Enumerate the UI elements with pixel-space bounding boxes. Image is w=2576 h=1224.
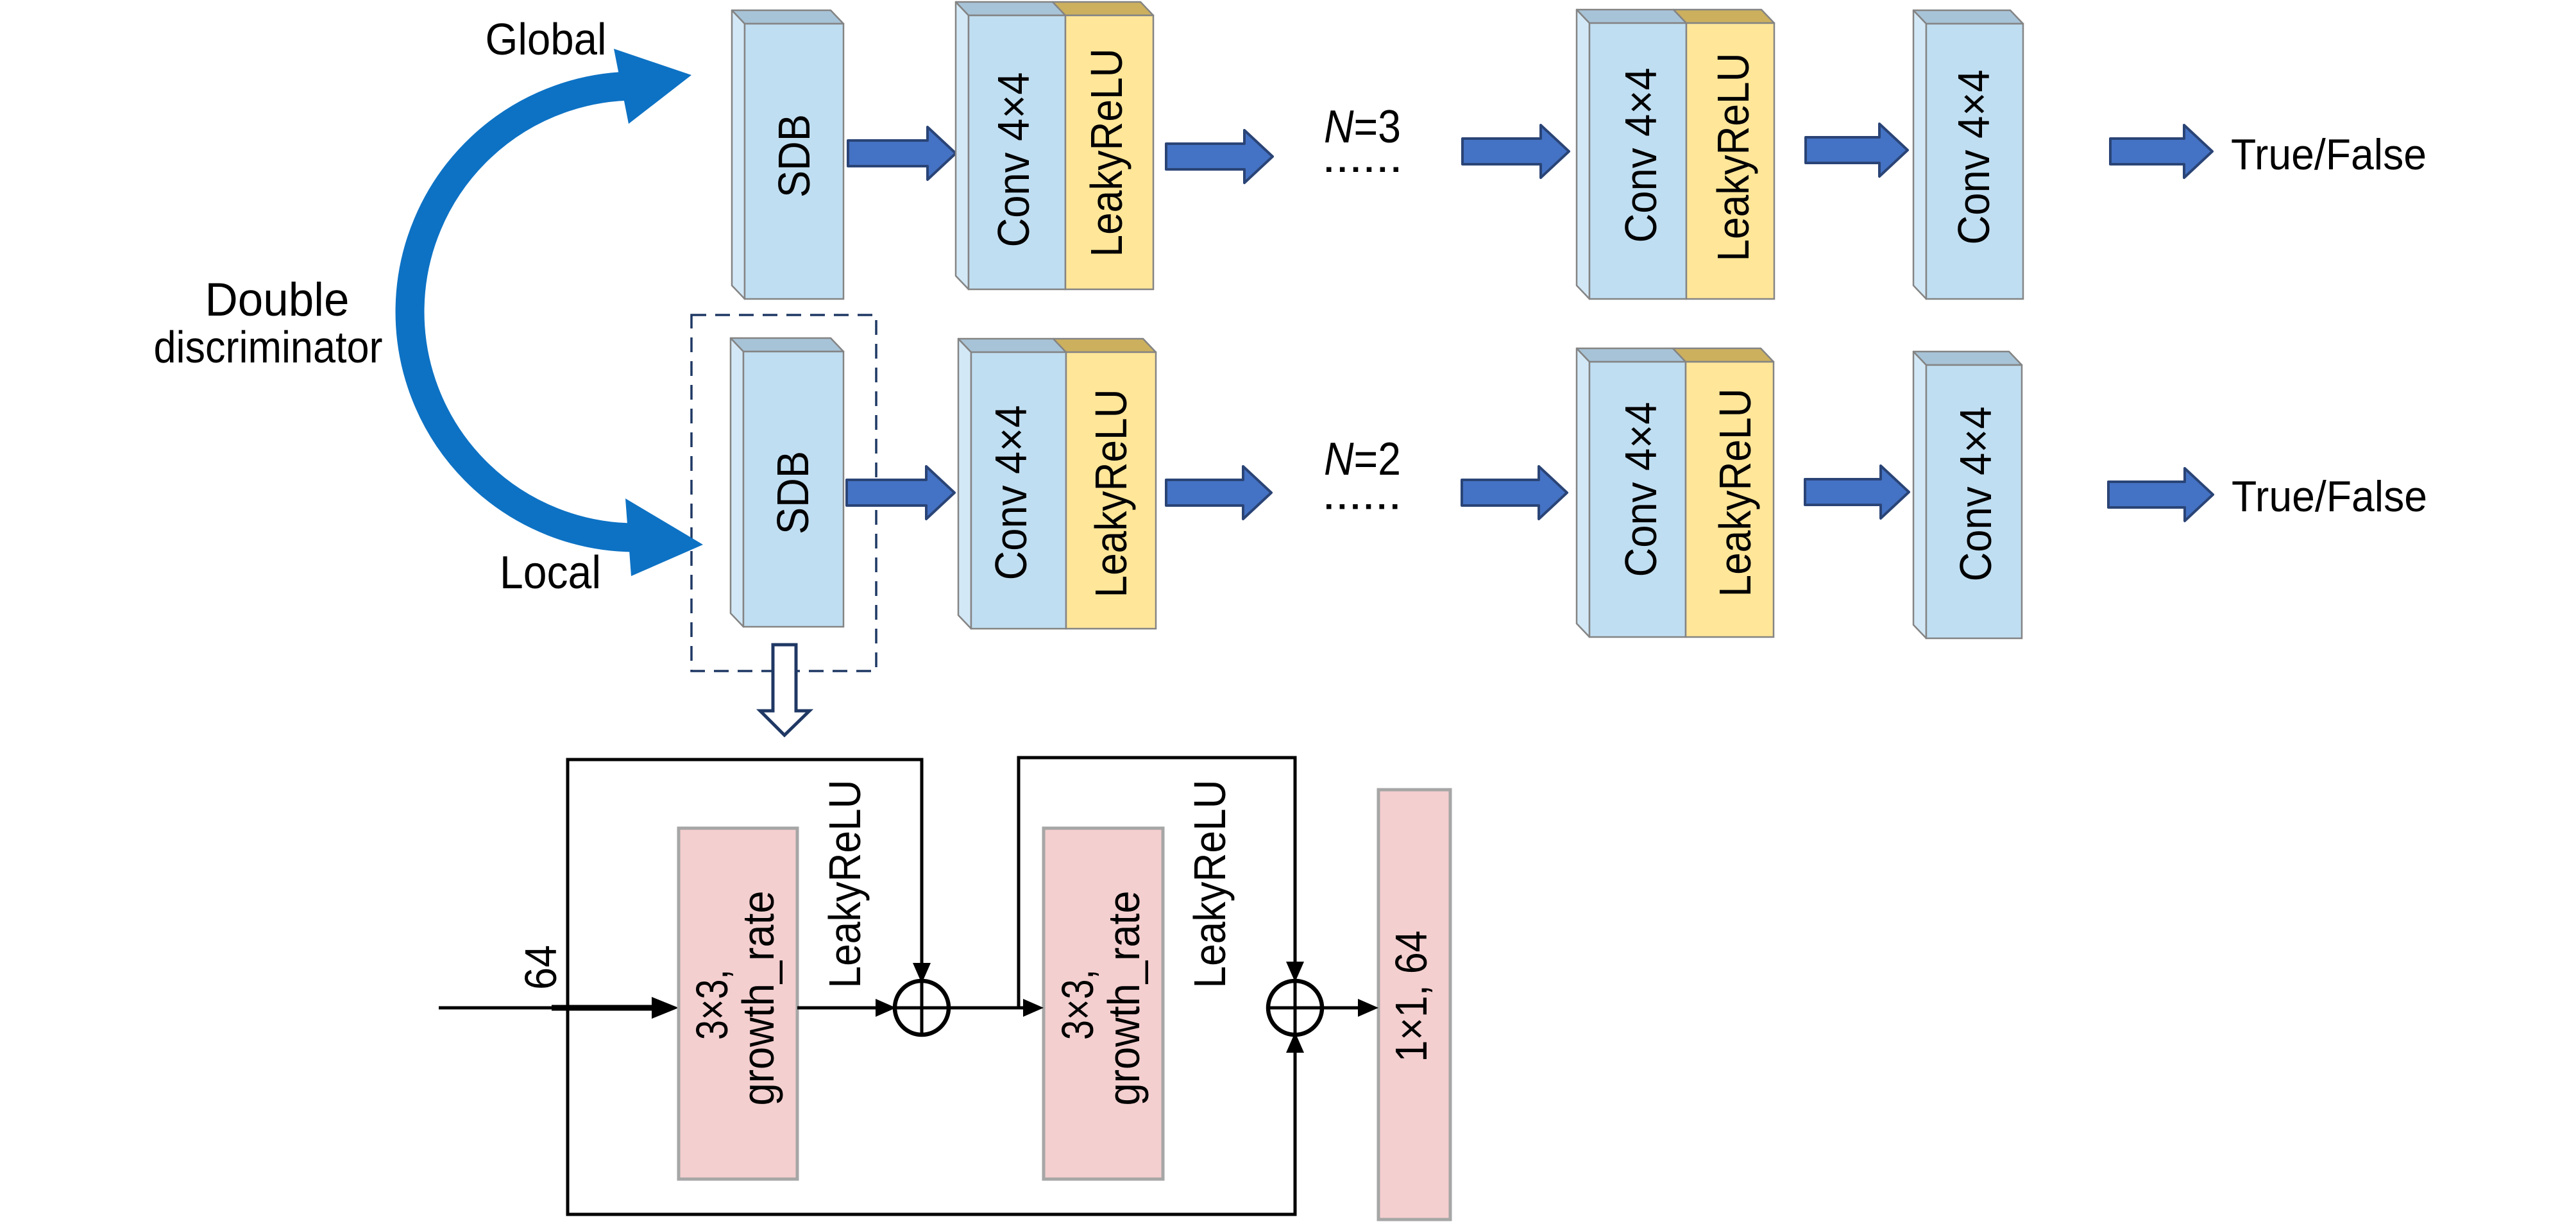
svg-text:LeakyReLU: LeakyReLU [1710, 389, 1760, 597]
svg-text:LeakyReLU: LeakyReLU [1708, 53, 1758, 262]
svg-text:growth_rate: growth_rate [733, 891, 783, 1106]
svg-text:Global: Global [486, 14, 607, 64]
svg-text:Conv 4×4: Conv 4×4 [1616, 402, 1666, 577]
svg-text:Conv 4×4: Conv 4×4 [986, 405, 1036, 581]
svg-text:discriminator: discriminator [154, 322, 383, 372]
svg-text:True/False: True/False [2232, 472, 2427, 521]
svg-text:LeakyReLU: LeakyReLU [1081, 49, 1131, 257]
svg-text:LeakyReLU: LeakyReLU [1086, 389, 1136, 598]
svg-text:1×1, 64: 1×1, 64 [1386, 931, 1436, 1062]
svg-text:64: 64 [516, 945, 566, 990]
svg-text:LeakyReLU: LeakyReLU [820, 780, 870, 989]
svg-text:Local: Local [500, 547, 601, 599]
svg-text:LeakyReLU: LeakyReLU [1185, 780, 1235, 989]
svg-text:Double: Double [205, 274, 350, 326]
svg-text:Conv 4×4: Conv 4×4 [1951, 407, 2001, 582]
svg-text:3×3,: 3×3, [687, 969, 737, 1040]
svg-text:N=2: N=2 [1324, 434, 1401, 485]
svg-text:3×3,: 3×3, [1053, 969, 1103, 1040]
svg-text:Conv 4×4: Conv 4×4 [1949, 70, 1999, 245]
svg-text:SDB: SDB [768, 451, 818, 534]
svg-text:SDB: SDB [769, 114, 819, 198]
svg-text:Conv 4×4: Conv 4×4 [1616, 68, 1666, 243]
svg-text:True/False: True/False [2231, 130, 2427, 179]
svg-text:growth_rate: growth_rate [1099, 891, 1149, 1106]
svg-text:Conv 4×4: Conv 4×4 [988, 72, 1038, 248]
svg-text:N=3: N=3 [1324, 101, 1401, 153]
